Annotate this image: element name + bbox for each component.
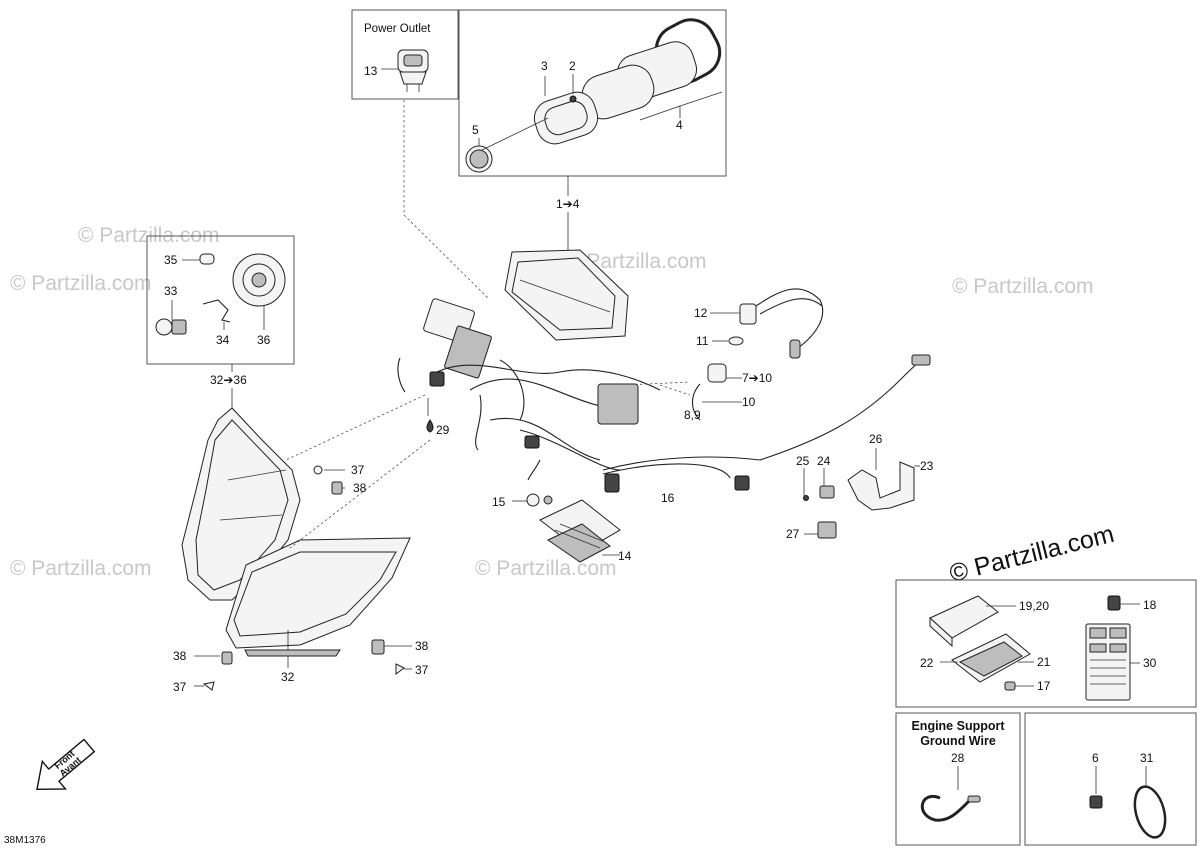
callout-30: 30	[1143, 656, 1157, 670]
callout-27: 27	[786, 527, 800, 541]
safety-lanyard	[691, 288, 824, 421]
fuse-box-box	[895, 579, 1197, 708]
power-outlet-title: Power Outlet	[364, 23, 431, 35]
callout-6: 6	[1092, 751, 1099, 765]
callout-14: 14	[618, 549, 632, 563]
callout-38a: 38	[353, 481, 367, 495]
headlight-bulb-box	[146, 235, 295, 365]
callout-13: 13	[364, 64, 378, 78]
callout-37b: 37	[173, 680, 187, 694]
callout-36: 36	[257, 333, 271, 347]
callout-18: 18	[1143, 598, 1157, 612]
grease-drop-icon	[426, 419, 434, 433]
power-outlet-part	[397, 49, 429, 92]
callout-32-36: 32➔36	[210, 373, 247, 387]
callout-1-4: 1➔4	[556, 197, 580, 211]
watermark-prominent: © Partzilla.com	[947, 520, 1117, 588]
watermark: © Partzilla.com	[952, 275, 1094, 298]
headlight-housing	[181, 407, 301, 601]
callout-29: 29	[436, 423, 450, 437]
callout-26: 26	[869, 432, 883, 446]
callout-38c: 38	[415, 639, 429, 653]
callout-22: 22	[920, 656, 934, 670]
callout-12: 12	[694, 306, 708, 320]
callout-8-9: 8,9	[684, 408, 701, 422]
engine-support-title-1: Engine Support	[911, 719, 1005, 733]
hardware	[194, 465, 412, 691]
callout-24: 24	[817, 454, 831, 468]
callout-10: 10	[742, 395, 756, 409]
watermark: © Partzilla.com	[10, 272, 152, 295]
wiring-harness	[397, 249, 931, 493]
voltage-regulator	[512, 493, 621, 563]
misc-parts-box	[1024, 712, 1197, 846]
diagram-id: 38M1376	[4, 835, 46, 846]
headlight-lens	[225, 537, 411, 668]
callouts: 13 3 2 4 5 1➔4 35 33 34 36 32➔36 12 11 7…	[164, 59, 1157, 765]
watermark: © Partzilla.com	[475, 557, 617, 580]
callout-3: 3	[541, 59, 548, 73]
callout-17: 17	[1037, 679, 1051, 693]
callout-38b: 38	[173, 649, 187, 663]
callout-21: 21	[1037, 655, 1051, 669]
callout-5: 5	[472, 123, 479, 137]
watermark: © Partzilla.com	[10, 557, 152, 580]
callout-7-10: 7➔10	[742, 371, 772, 385]
callout-35: 35	[164, 253, 178, 267]
callout-33: 33	[164, 284, 178, 298]
power-outlet-box: Power Outlet	[351, 9, 459, 100]
watermark: © Partzilla.com	[565, 250, 707, 273]
callout-16: 16	[661, 491, 675, 505]
callout-23: 23	[920, 459, 934, 473]
callout-37a: 37	[351, 463, 365, 477]
callout-31: 31	[1140, 751, 1154, 765]
callout-4: 4	[676, 118, 683, 132]
callout-37c: 37	[415, 663, 429, 677]
callout-11: 11	[696, 334, 709, 348]
callout-2: 2	[569, 59, 576, 73]
callout-28: 28	[951, 751, 965, 765]
front-direction-arrow: Front Avant	[36, 738, 96, 790]
engine-support-title-2: Ground Wire	[920, 734, 996, 748]
mounting-bracket	[803, 448, 920, 539]
callout-25: 25	[796, 454, 810, 468]
callout-32: 32	[281, 670, 295, 684]
gauge-box	[458, 9, 727, 177]
callout-19-20: 19,20	[1019, 599, 1049, 613]
engine-support-box: Engine Support Ground Wire	[895, 712, 1021, 846]
callout-15: 15	[492, 495, 506, 509]
callout-34: 34	[216, 333, 230, 347]
